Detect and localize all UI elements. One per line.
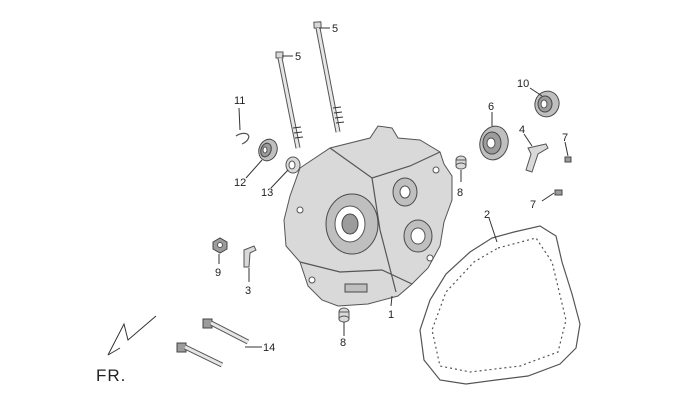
- bearing-upper-right: [534, 90, 560, 118]
- clip-part: [243, 245, 257, 268]
- callout-11: 11: [234, 95, 245, 107]
- callout-10: 10: [517, 78, 529, 90]
- small-bolt-upper: [564, 156, 572, 163]
- front-direction-arrow-icon: [107, 315, 157, 356]
- crankcase-half: [283, 125, 453, 307]
- callout-13: 13: [261, 187, 273, 199]
- callout-7-lower: 7: [530, 199, 536, 211]
- callout-5-upper: 5: [332, 23, 338, 35]
- long-bolt-upper: [202, 318, 250, 345]
- dowel-pin-lower: [338, 307, 350, 323]
- bearing-large: [479, 125, 509, 161]
- callout-5-lower: 5: [295, 51, 301, 63]
- callout-8-lower: 8: [340, 337, 346, 349]
- callout-8-upper: 8: [457, 187, 463, 199]
- callout-2: 2: [484, 209, 490, 221]
- callout-4: 4: [519, 124, 525, 136]
- nut-part: [212, 237, 228, 254]
- stud-bolt-short: [275, 51, 304, 149]
- dowel-pin-upper: [455, 155, 467, 170]
- callout-14: 14: [263, 342, 275, 354]
- callout-1: 1: [388, 309, 394, 321]
- leader-lines: [218, 27, 569, 348]
- bearing-small: [258, 138, 278, 162]
- circlip-part: [235, 132, 250, 145]
- stud-bolt-long: [313, 21, 345, 133]
- callout-12: 12: [234, 177, 246, 189]
- front-orientation-label: FR.: [96, 366, 126, 385]
- callout-6: 6: [488, 101, 494, 113]
- callout-7-upper: 7: [562, 132, 568, 144]
- bracket-part: [525, 143, 549, 173]
- long-bolt-lower: [176, 342, 224, 368]
- callout-9: 9: [215, 267, 221, 279]
- gasket-outline: [419, 225, 581, 385]
- oil-seal-small: [285, 156, 301, 174]
- small-bolt-lower: [554, 189, 563, 196]
- callout-3: 3: [245, 285, 251, 297]
